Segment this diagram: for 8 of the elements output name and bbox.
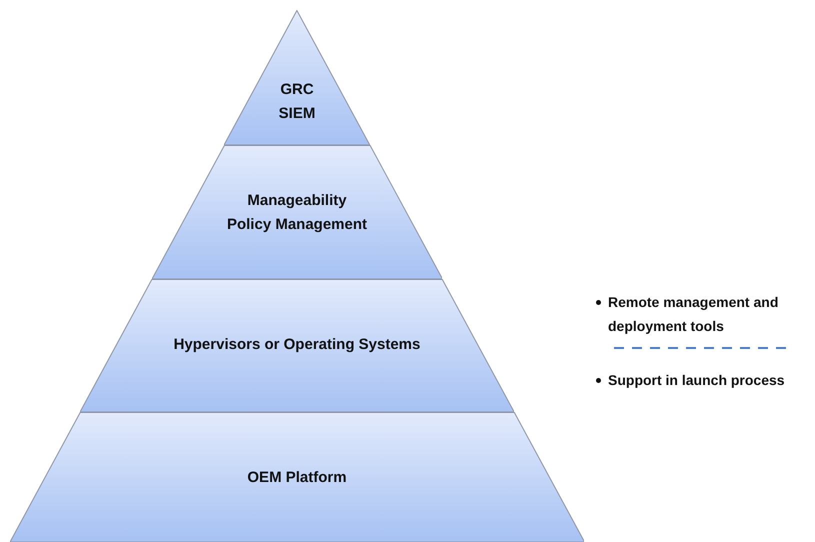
- tier-label: Manageability: [247, 191, 347, 211]
- tier-label: Hypervisors or Operating Systems: [174, 335, 420, 355]
- tier-label: GRC: [280, 80, 314, 100]
- note-text: Support in launch process: [608, 371, 785, 390]
- note-text: Remote management and deployment tools: [608, 293, 780, 336]
- tier-label: OEM Platform: [247, 468, 347, 488]
- tier-label: Policy Management: [226, 215, 368, 235]
- tier-label: SIEM: [278, 104, 316, 124]
